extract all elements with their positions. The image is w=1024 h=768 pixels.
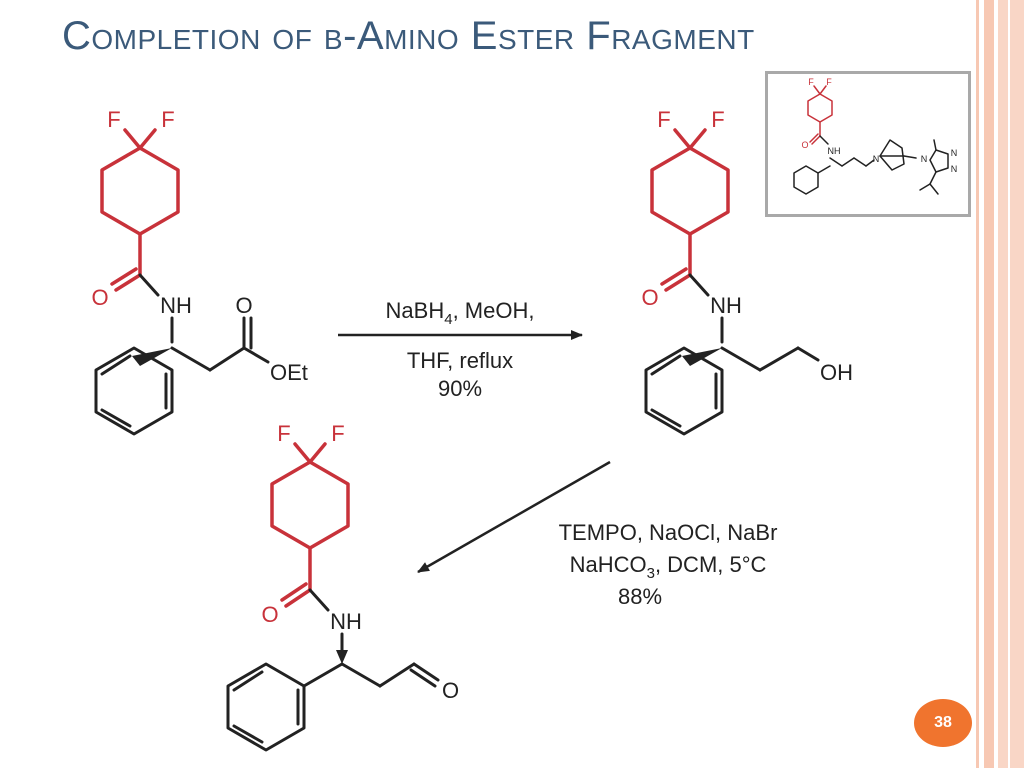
atom-labels: F F O NH O: [261, 421, 459, 703]
reaction-arrow: [417, 460, 611, 574]
amine-label: NH: [828, 146, 841, 156]
fluorine-label: F: [711, 107, 724, 132]
amine-label: NH: [710, 293, 742, 318]
difluorocyclohexane-fragment: [650, 128, 730, 292]
aldehyde-oxygen-label: O: [442, 678, 459, 703]
step2-reagents-line2: NaHCO3, DCM, 5°C: [570, 552, 767, 582]
triazole-nitrogen-label: N: [921, 154, 928, 164]
stereo-wedge: [336, 650, 348, 664]
molecule-aldehyde: F F O NH O: [226, 421, 459, 752]
bicyclic-nitrogen-label: N: [873, 154, 880, 164]
backbone-bonds: [226, 588, 440, 752]
target-structure-inset: F F O NH N N N N: [765, 71, 971, 217]
step2-reagents-line1: TEMPO, NaOCl, NaBr: [559, 520, 778, 545]
fluorine-label: F: [331, 421, 344, 446]
hydroxyl-label: OH: [820, 360, 853, 385]
stereo-wedge: [682, 348, 722, 366]
atom-labels: F F O NH O OEt: [91, 107, 307, 385]
difluorocyclohexane-fragment: [100, 128, 180, 292]
frame-stripe: [1008, 0, 1010, 768]
amine-label: NH: [330, 609, 362, 634]
target-structure: F F O NH N N N N: [793, 77, 958, 195]
frame-stripe: [998, 0, 1024, 768]
fluorine-label: F: [657, 107, 670, 132]
triazole-nitrogen-label: N: [951, 148, 958, 158]
slide-title: Completion of β-Amino Ester Fragment: [62, 14, 755, 58]
frame-stripe: [984, 0, 994, 768]
amide-oxygen-label: O: [801, 140, 808, 150]
fluorine-label: F: [826, 77, 832, 87]
frame-stripe: [976, 0, 979, 768]
step1-reagents-line1: NaBH4, MeOH,: [386, 298, 535, 328]
triazole-nitrogen-label: N: [951, 164, 958, 174]
amine-label: NH: [160, 293, 192, 318]
molecule-ester: F F O NH O OEt: [91, 107, 308, 436]
amide-oxygen-label: O: [91, 285, 108, 310]
fluorine-label: F: [808, 77, 814, 87]
carbonyl-oxygen-label: O: [235, 293, 252, 318]
backbone-bonds: [94, 273, 270, 436]
fluorine-label: F: [161, 107, 174, 132]
step1-yield: 90%: [438, 376, 482, 401]
reaction-step-1: NaBH4, MeOH, THF, reflux 90%: [338, 298, 583, 401]
fluorine-label: F: [277, 421, 290, 446]
amide-oxygen-label: O: [641, 285, 658, 310]
ethoxy-label: OEt: [270, 360, 308, 385]
fluorine-label: F: [107, 107, 120, 132]
molecule-alcohol: F F O NH OH: [641, 107, 853, 436]
page-number-badge: 38: [914, 699, 972, 747]
backbone-bonds: [644, 273, 820, 436]
stereo-wedge: [132, 348, 172, 366]
step1-reagents-line2: THF, reflux: [407, 348, 513, 373]
step2-yield: 88%: [618, 584, 662, 609]
amide-oxygen-label: O: [261, 602, 278, 627]
difluorocyclohexane-fragment: [270, 442, 350, 608]
atom-labels: F F O NH OH: [641, 107, 853, 385]
reaction-step-2: TEMPO, NaOCl, NaBr NaHCO3, DCM, 5°C 88%: [417, 460, 778, 609]
